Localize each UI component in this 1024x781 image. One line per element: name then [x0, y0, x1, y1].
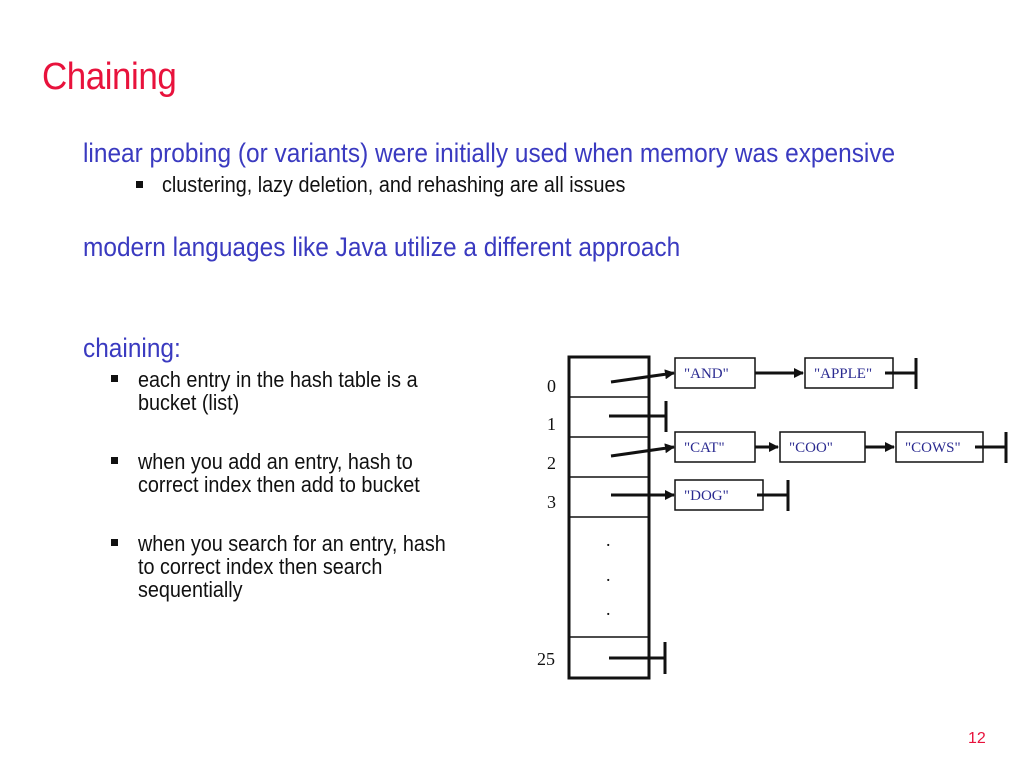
index-label-2: 2 [547, 453, 556, 473]
bullet-line: when you search for an entry, hash [138, 531, 446, 556]
chaining-bullet-1: each entry in the hash table is a bucket… [138, 368, 418, 414]
pointer-arrow [610, 443, 675, 458]
square-bullet-icon [111, 457, 118, 464]
node-label-and: "AND" [684, 366, 729, 382]
index-label-3: 3 [547, 492, 556, 512]
index-label-1: 1 [547, 414, 556, 434]
point-linear-probing: linear probing (or variants) were initia… [83, 138, 896, 168]
square-bullet-icon [111, 375, 118, 382]
ellipsis-dot: . [606, 565, 611, 585]
sub-point-issues: clustering, lazy deletion, and rehashing… [162, 172, 626, 197]
node-label-dog: "DOG" [684, 488, 729, 504]
ellipsis-dot: . [606, 599, 611, 619]
bullet-line: when you add an entry, hash to [138, 449, 413, 474]
square-bullet-icon [111, 539, 118, 546]
list-node-coo [779, 431, 866, 463]
bullet-line: each entry in the hash table is a [138, 367, 418, 392]
node-label-apple: "APPLE" [814, 366, 872, 382]
bullet-line: bucket (list) [138, 390, 240, 415]
index-label-0: 0 [547, 376, 556, 396]
bullet-line: sequentially [138, 577, 243, 602]
list-node-cows [895, 431, 984, 463]
bullet-line: to correct index then search [138, 554, 383, 579]
bullet-line: correct index then add to bucket [138, 472, 420, 497]
chaining-heading: chaining: [83, 333, 181, 363]
node-label-coo: "COO" [789, 440, 833, 456]
point-modern-languages: modern languages like Java utilize a dif… [83, 232, 681, 262]
list-node-dog [674, 479, 764, 511]
node-label-cows: "COWS" [905, 440, 961, 456]
list-node-apple [804, 357, 894, 389]
page-number: 12 [968, 730, 986, 747]
pointer-arrow [610, 369, 675, 384]
list-node-cat [674, 431, 756, 463]
node-label-cat: "CAT" [684, 440, 725, 456]
chaining-bullet-2: when you add an entry, hash to correct i… [138, 450, 420, 496]
chaining-bullet-3: when you search for an entry, hash to co… [138, 532, 446, 601]
slide-title: Chaining [42, 56, 177, 98]
ellipsis-dot: . [606, 530, 611, 550]
index-label-25: 25 [537, 649, 555, 669]
square-bullet-icon [136, 181, 143, 188]
